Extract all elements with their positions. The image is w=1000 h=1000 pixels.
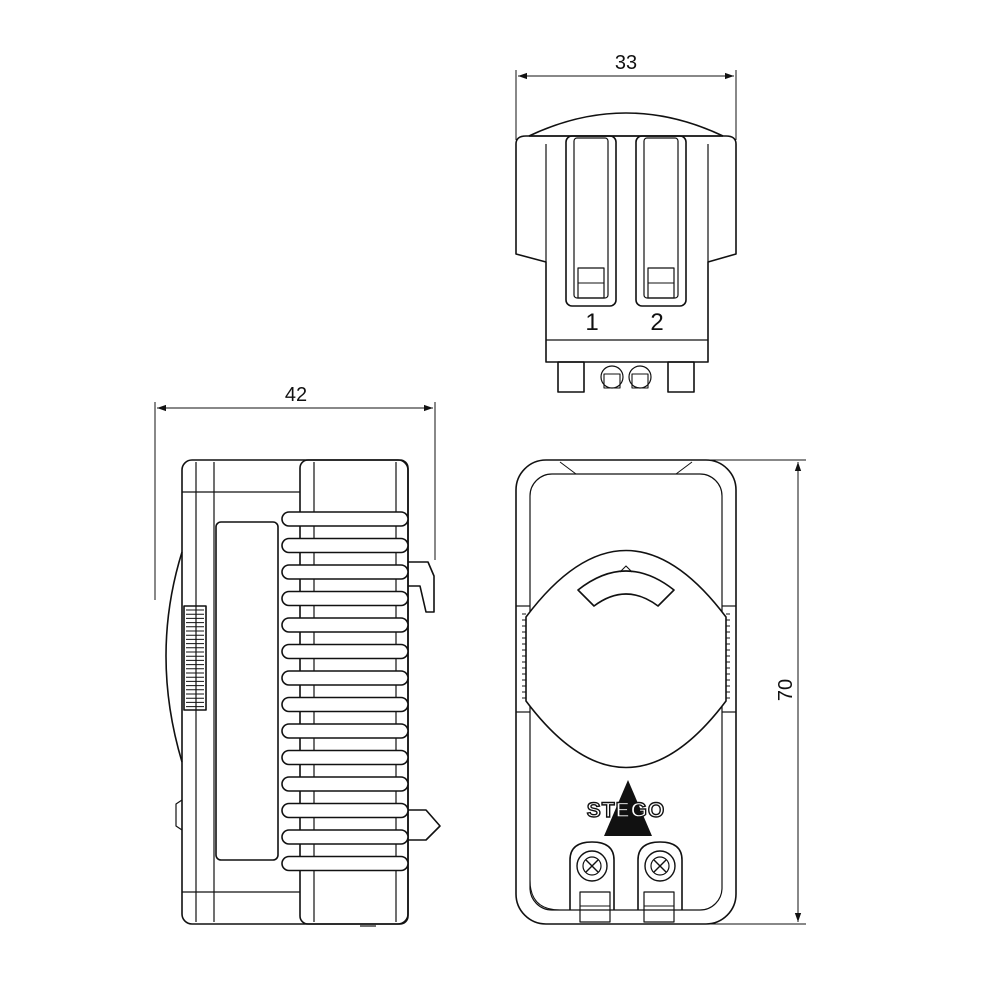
- cooling-fin: [281, 590, 409, 607]
- side-view-fin-block: [299, 459, 409, 925]
- cooling-fin: [281, 776, 409, 792]
- cooling-fin: [281, 723, 409, 739]
- side-knob-ridge-lines: [186, 609, 204, 708]
- dimension-label-side-width: 42: [285, 384, 307, 406]
- top-view-terminal-1: [565, 135, 617, 307]
- front-view-indicator-window: [577, 570, 675, 607]
- side-view-fins: [281, 511, 409, 872]
- top-view-bottom-lugs: [557, 361, 695, 393]
- cooling-fin: [281, 855, 409, 872]
- front-view-terminal-1: [569, 841, 615, 923]
- cooling-fin: [281, 511, 409, 527]
- front-view-terminal-2: [637, 841, 683, 923]
- dimension-label-front-height: 70: [775, 679, 797, 701]
- side-view-din-clip-bottom: [408, 809, 441, 841]
- terminal-label-1: 1: [585, 309, 598, 336]
- dimension-front-height: [710, 459, 806, 925]
- cooling-fin: [281, 696, 409, 713]
- cooling-fin: [281, 564, 409, 580]
- side-view-window: [215, 521, 279, 861]
- cooling-fin: [281, 537, 409, 554]
- brand-logo-text: STEGO: [587, 799, 666, 822]
- top-view-body: [515, 135, 737, 363]
- top-view-cap: [528, 112, 724, 137]
- front-view-logo-triangle: [604, 780, 652, 836]
- front-view-knob-ridges: [522, 613, 730, 699]
- top-view-terminal-2: [635, 135, 687, 307]
- front-view-knob: [525, 549, 727, 769]
- side-view-knob: [165, 551, 183, 763]
- dimension-side-width: [154, 402, 436, 600]
- front-view: [515, 459, 806, 925]
- front-view-body: [515, 459, 737, 925]
- terminal-label-2: 2: [650, 309, 663, 336]
- top-view: [515, 70, 737, 393]
- dimension-label-top-width: 33: [615, 52, 637, 74]
- dimension-top-width: [515, 70, 737, 140]
- side-view-knob-ridges: [183, 605, 207, 711]
- cooling-fin: [281, 670, 409, 686]
- cooling-fin: [281, 643, 409, 660]
- cooling-fin: [281, 802, 409, 819]
- side-view-din-clip-top: [408, 561, 435, 613]
- side-view: [154, 402, 441, 927]
- cooling-fin: [281, 749, 409, 766]
- cooling-fin: [281, 617, 409, 633]
- cooling-fin: [281, 829, 409, 845]
